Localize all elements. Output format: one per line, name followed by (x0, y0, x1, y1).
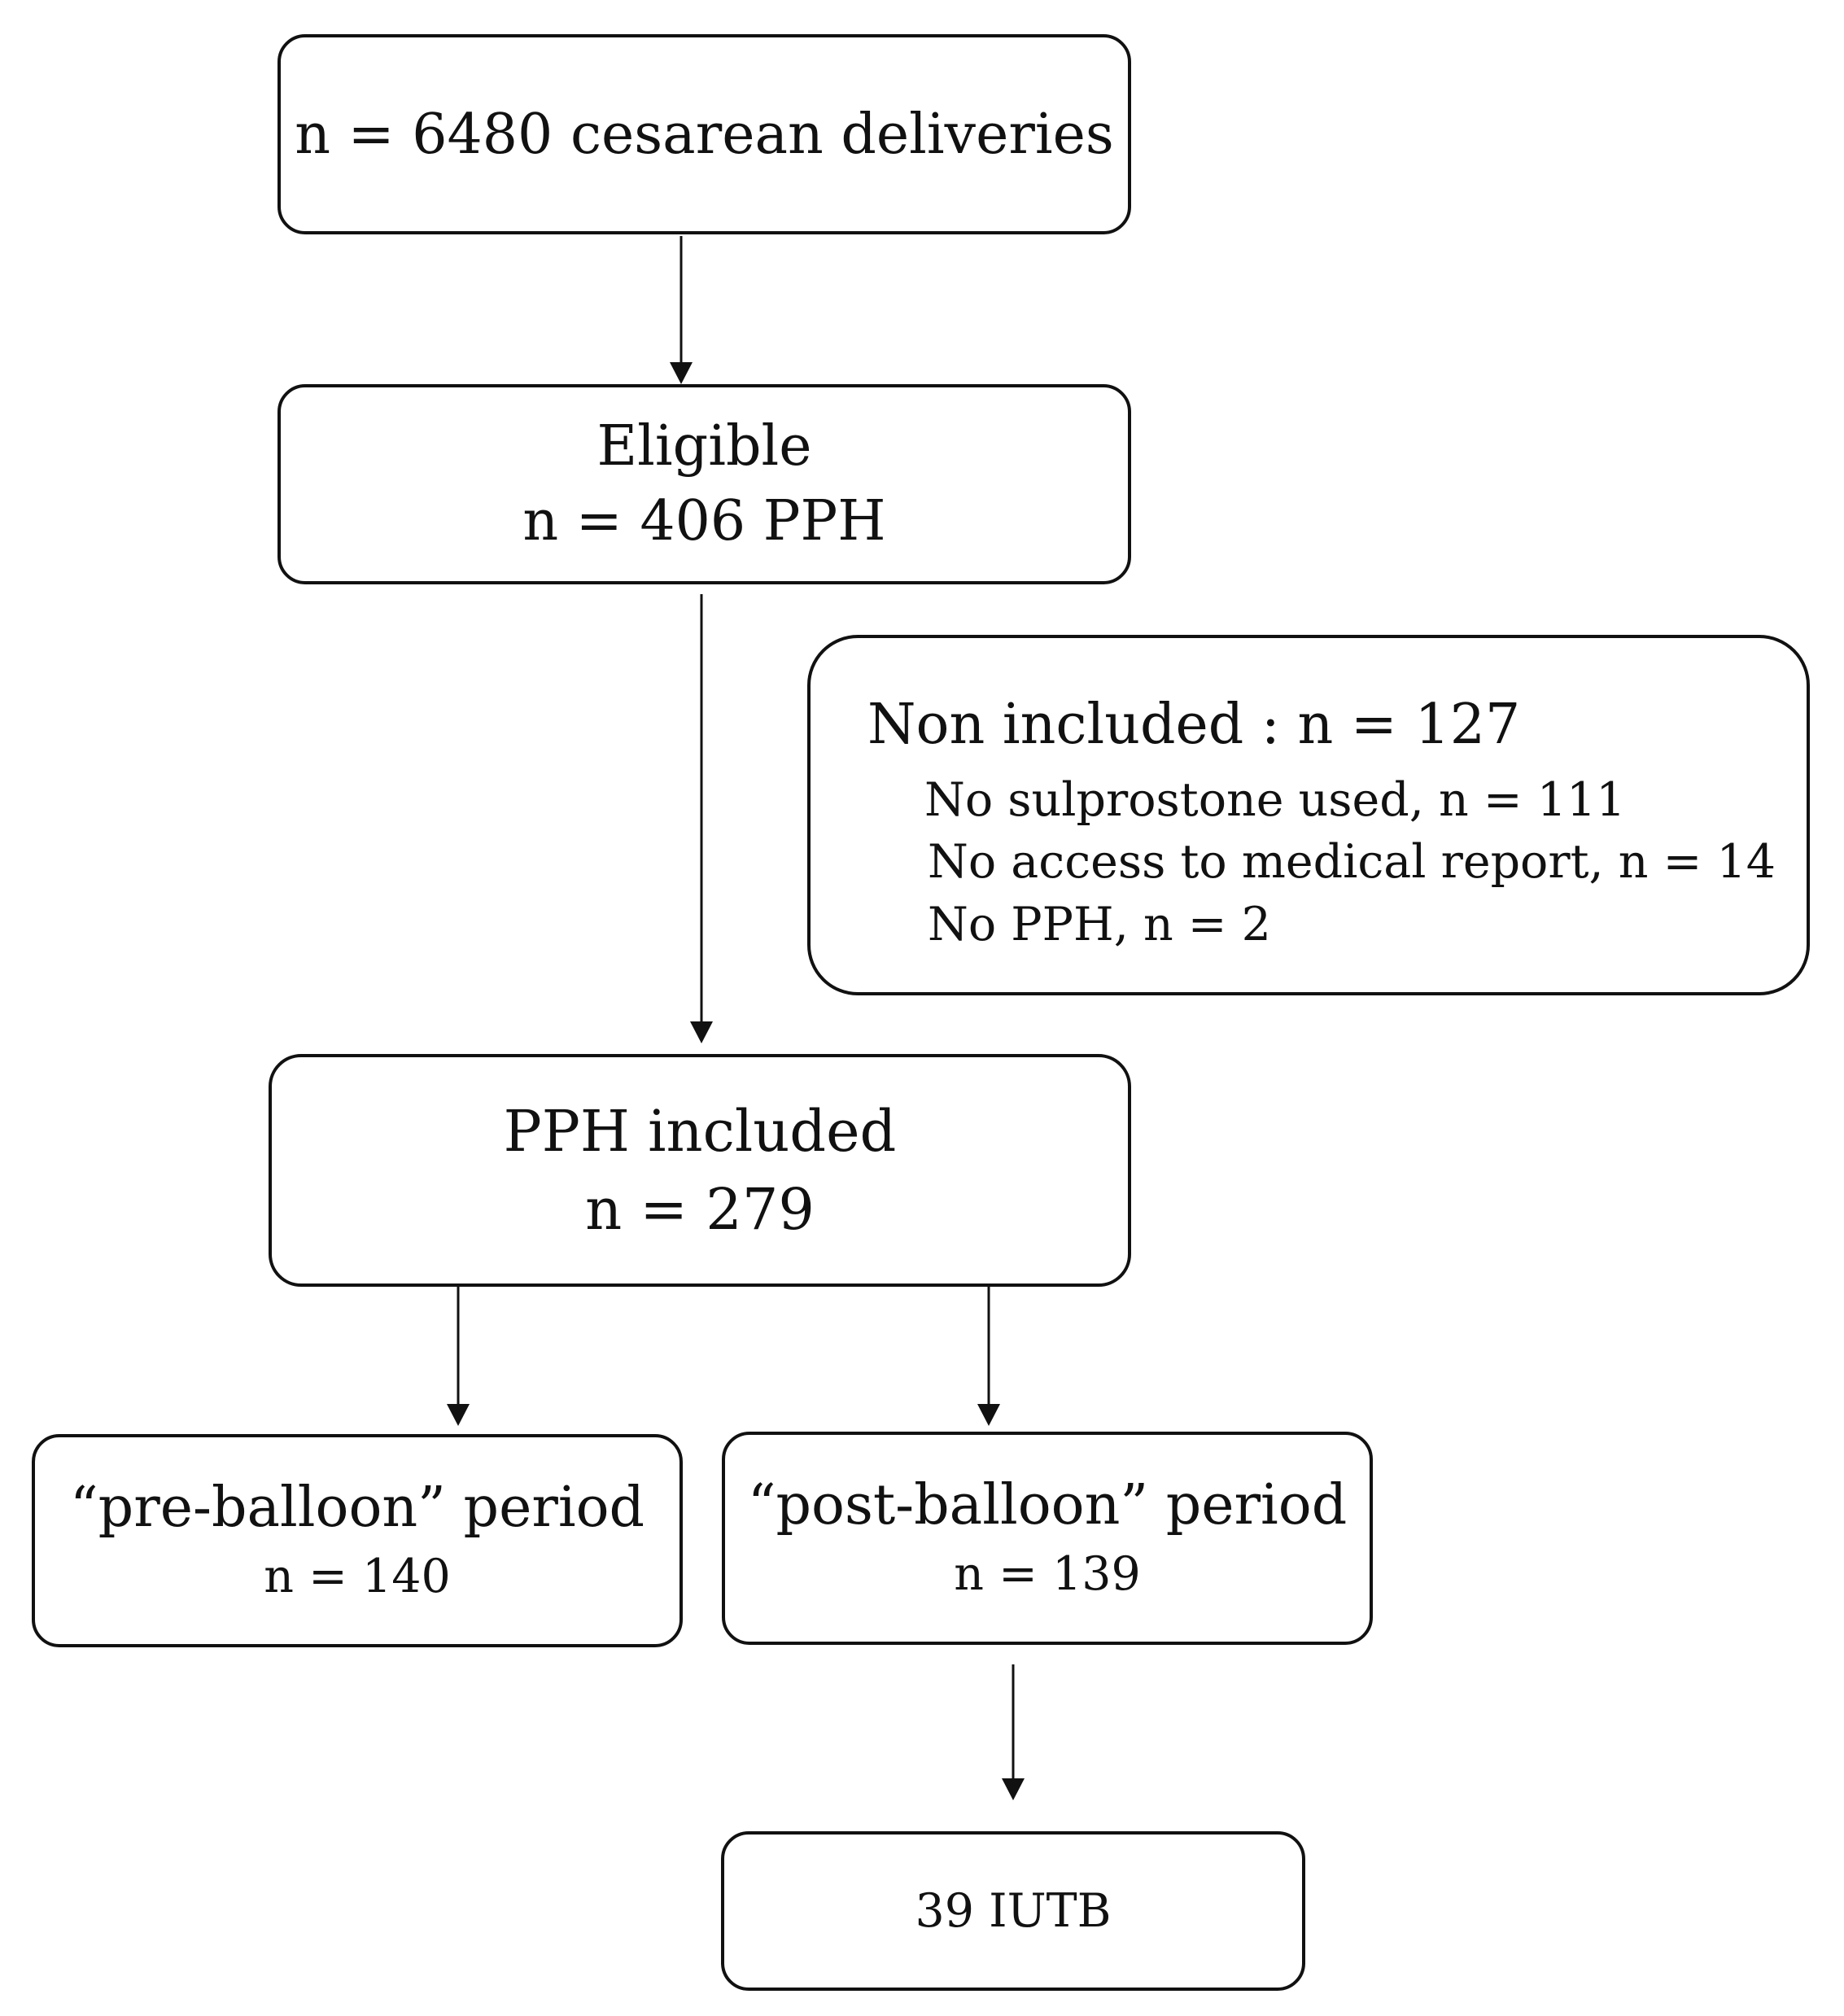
post-balloon-label: “post-balloon” period (747, 1473, 1348, 1537)
non-included-box: Non included : n = 127 No sulprostone us… (807, 635, 1810, 995)
eligible-count: n = 406 PPH (522, 489, 886, 553)
pre-balloon-count: n = 140 (264, 1550, 451, 1603)
post-balloon-count: n = 139 (954, 1547, 1141, 1601)
non-included-reason: No PPH, n = 2 (928, 898, 1271, 951)
iutb-count: 39 IUTB (915, 1884, 1112, 1938)
pre-balloon-label: “pre-balloon” period (69, 1476, 645, 1540)
deliveries-box: n = 6480 cesarean deliveries (277, 34, 1131, 234)
post-balloon-box: “post-balloon” period n = 139 (722, 1432, 1373, 1645)
arrow-pph-to-pre-balloon (447, 1286, 470, 1426)
non-included-reason: No access to medical report, n = 14 (928, 835, 1776, 889)
pre-balloon-box: “pre-balloon” period n = 140 (32, 1434, 683, 1647)
iutb-box: 39 IUTB (721, 1831, 1305, 1991)
eligible-label: Eligible (596, 414, 812, 479)
arrow-post-balloon-to-iutb (1002, 1664, 1025, 1800)
non-included-reason: No sulprostone used, n = 111 (924, 773, 1626, 827)
pph-included-count: n = 279 (585, 1176, 815, 1243)
arrow-eligible-to-pph-included (690, 594, 713, 1043)
pph-included-box: PPH included n = 279 (269, 1054, 1131, 1287)
deliveries-count: n = 6480 cesarean deliveries (295, 102, 1114, 167)
arrow-deliveries-to-eligible (670, 236, 693, 384)
eligible-box: Eligible n = 406 PPH (277, 384, 1131, 584)
non-included-title: Non included : n = 127 (867, 693, 1521, 757)
pph-included-label: PPH included (503, 1098, 897, 1165)
arrow-pph-to-post-balloon (977, 1286, 1000, 1426)
